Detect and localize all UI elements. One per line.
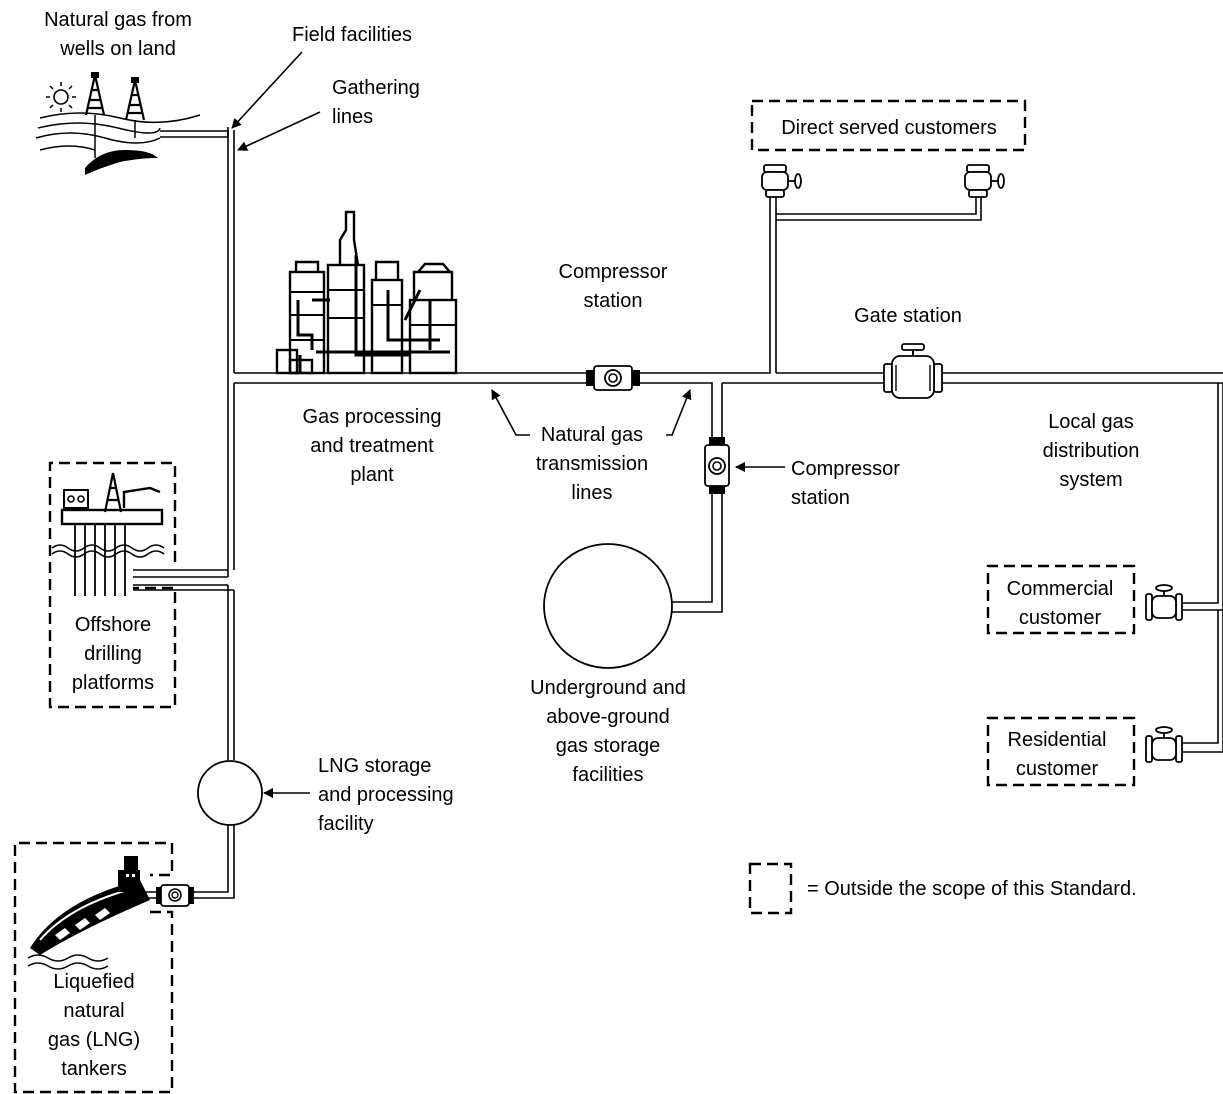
label-gathering-lines-line: lines	[332, 106, 373, 128]
label-offshore-line: platforms	[72, 672, 154, 694]
direct-served-valve-right-icon	[964, 164, 1005, 198]
offshore-scope-box	[48, 461, 177, 709]
label-gate-station: Gate station	[854, 305, 962, 327]
processing-plant-icon	[275, 210, 458, 375]
label-lng-facility-line: LNG storage	[318, 755, 431, 777]
label-lng-tankers-line: natural	[63, 1000, 124, 1022]
commercial-customer-valve-icon	[1145, 584, 1183, 621]
residential-scope-box	[986, 716, 1136, 787]
label-local-distribution: Local gas distribution system	[1043, 411, 1140, 491]
label-commercial-line: Commercial	[1007, 578, 1114, 600]
label-storage-line: gas storage	[556, 735, 661, 757]
label-lng-facility: LNG storage and processing facility	[318, 755, 454, 835]
label-direct-served: Direct served customers	[781, 117, 997, 139]
direct-served-valve-left-icon	[761, 164, 802, 198]
label-processing-plant: Gas processing and treatment plant	[303, 406, 442, 486]
pipelines	[133, 127, 1223, 899]
label-compressor-right-line: Compressor	[791, 458, 900, 480]
label-storage-line: facilities	[572, 764, 643, 786]
label-processing-plant-line: Gas processing	[303, 406, 442, 428]
label-storage-line: above-ground	[546, 706, 669, 728]
label-compressor-top: Compressor station	[559, 261, 668, 312]
label-gathering-lines-line: Gathering	[332, 77, 420, 99]
lng-tanker-scope-box	[13, 841, 174, 1094]
label-compressor-top-line: Compressor	[559, 261, 668, 283]
lng-valve-icon	[156, 884, 194, 907]
residential-customer-valve-icon	[1145, 726, 1183, 763]
offshore-platform-icon	[51, 472, 165, 596]
label-offshore-line: drilling	[84, 643, 142, 665]
label-lng-facility-line: and processing	[318, 784, 454, 806]
label-transmission-lines-line: Natural gas	[541, 424, 643, 446]
gate-station-valve-icon	[883, 343, 943, 399]
commercial-scope-box	[986, 564, 1136, 635]
label-storage: Underground and above-ground gas storage fa…	[530, 677, 686, 786]
lng-tanker-ship-icon	[27, 856, 150, 970]
direct-served-scope-box	[750, 99, 1027, 152]
label-processing-plant-line: plant	[350, 464, 394, 486]
label-gathering-lines: Gathering lines	[332, 77, 420, 128]
label-transmission-lines-line: transmission	[536, 453, 648, 475]
lng-storage-tank-icon	[197, 760, 263, 826]
label-lng-tankers: Liquefied natural gas (LNG) tankers	[48, 971, 140, 1080]
label-field-facilities: Field facilities	[292, 24, 412, 46]
label-lng-tankers-line: gas (LNG)	[48, 1029, 140, 1051]
legend-text: = Outside the scope of this Standard.	[807, 878, 1137, 900]
label-lng-facility-line: facility	[318, 813, 374, 835]
label-compressor-right-line: station	[791, 487, 850, 509]
arrows	[231, 51, 785, 798]
label-residential: Residential customer	[1008, 729, 1107, 780]
label-local-distribution-line: system	[1059, 469, 1122, 491]
label-processing-plant-line: and treatment	[310, 435, 434, 457]
label-direct-served-line: Direct served customers	[781, 117, 997, 139]
label-compressor-top-line: station	[584, 290, 643, 312]
compressor-station-right-icon	[704, 437, 730, 494]
label-storage-line: Underground and	[530, 677, 686, 699]
label-field-facilities-line: Field facilities	[292, 24, 412, 46]
label-transmission-lines: Natural gas transmission lines	[536, 424, 648, 504]
label-transmission-lines-line: lines	[571, 482, 612, 504]
compressor-station-icon	[586, 365, 640, 391]
label-lng-tankers-line: Liquefied	[53, 971, 134, 993]
label-compressor-right: Compressor station	[791, 458, 900, 509]
label-offshore-line: Offshore	[75, 614, 151, 636]
label-commercial: Commercial customer	[1007, 578, 1114, 629]
label-wells-on-land-line: Natural gas from	[44, 9, 192, 31]
label-local-distribution-line: distribution	[1043, 440, 1140, 462]
label-lng-tankers-line: tankers	[61, 1058, 127, 1080]
label-gate-station-line: Gate station	[854, 305, 962, 327]
label-residential-line: Residential	[1008, 729, 1107, 751]
label-commercial-line: customer	[1019, 607, 1102, 629]
label-wells-on-land: Natural gas from wells on land	[44, 9, 192, 60]
label-local-distribution-line: Local gas	[1048, 411, 1134, 433]
land-wells-icon	[35, 72, 201, 175]
gas-storage-tank-icon	[543, 543, 673, 669]
label-offshore: Offshore drilling platforms	[72, 614, 154, 694]
label-wells-on-land-line: wells on land	[59, 38, 176, 60]
legend-scope-swatch	[748, 862, 793, 915]
label-residential-line: customer	[1016, 758, 1099, 780]
